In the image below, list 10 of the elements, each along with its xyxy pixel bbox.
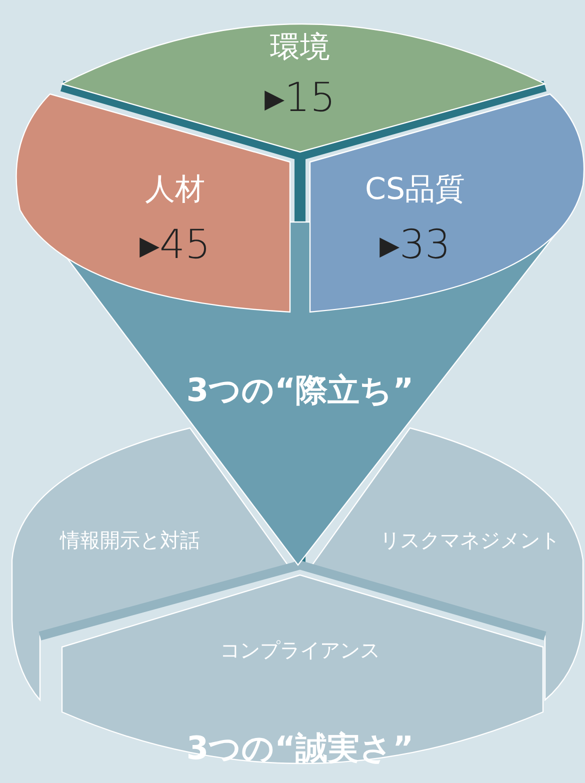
score-text: ▸15: [264, 78, 336, 118]
sector-label: コンプライアンス: [220, 640, 380, 660]
score-text: ▸33: [380, 225, 450, 265]
sector-label: CS品質: [365, 175, 465, 205]
sector-label: リスクマネジメント: [380, 530, 560, 550]
sector-label: 情報開示と対話: [60, 530, 200, 550]
score-text: ▸45: [140, 225, 210, 265]
heading-text: 3つの“際立ち”: [186, 374, 414, 406]
sector-label: 人材: [145, 175, 205, 205]
sector-label: 環境: [270, 33, 330, 63]
